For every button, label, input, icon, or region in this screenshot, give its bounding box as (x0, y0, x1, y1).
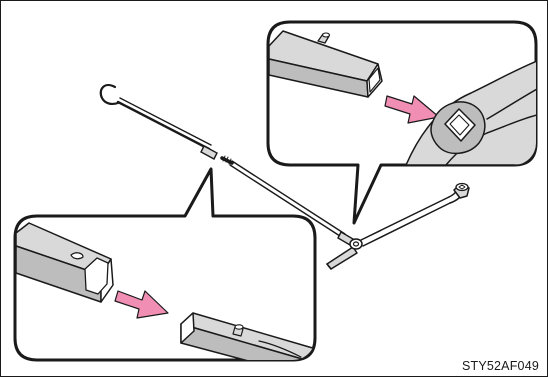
rod-hollow-end (15, 222, 114, 303)
insert-arrow-bottom (114, 290, 169, 319)
wrench-socket-end (405, 60, 536, 165)
figure-code-label: STY52AF049 (461, 359, 539, 373)
extension-solid-end (180, 312, 315, 360)
insert-arrow-top (384, 95, 440, 124)
wheel-nut-wrench (326, 182, 470, 270)
rod-square-end (268, 30, 383, 98)
callout-wrench-socket-detail (266, 20, 538, 225)
callout-rod-joint-detail (13, 167, 317, 362)
jack-handle-hook-rod (99, 83, 218, 160)
jack-handle-extension (220, 155, 354, 246)
